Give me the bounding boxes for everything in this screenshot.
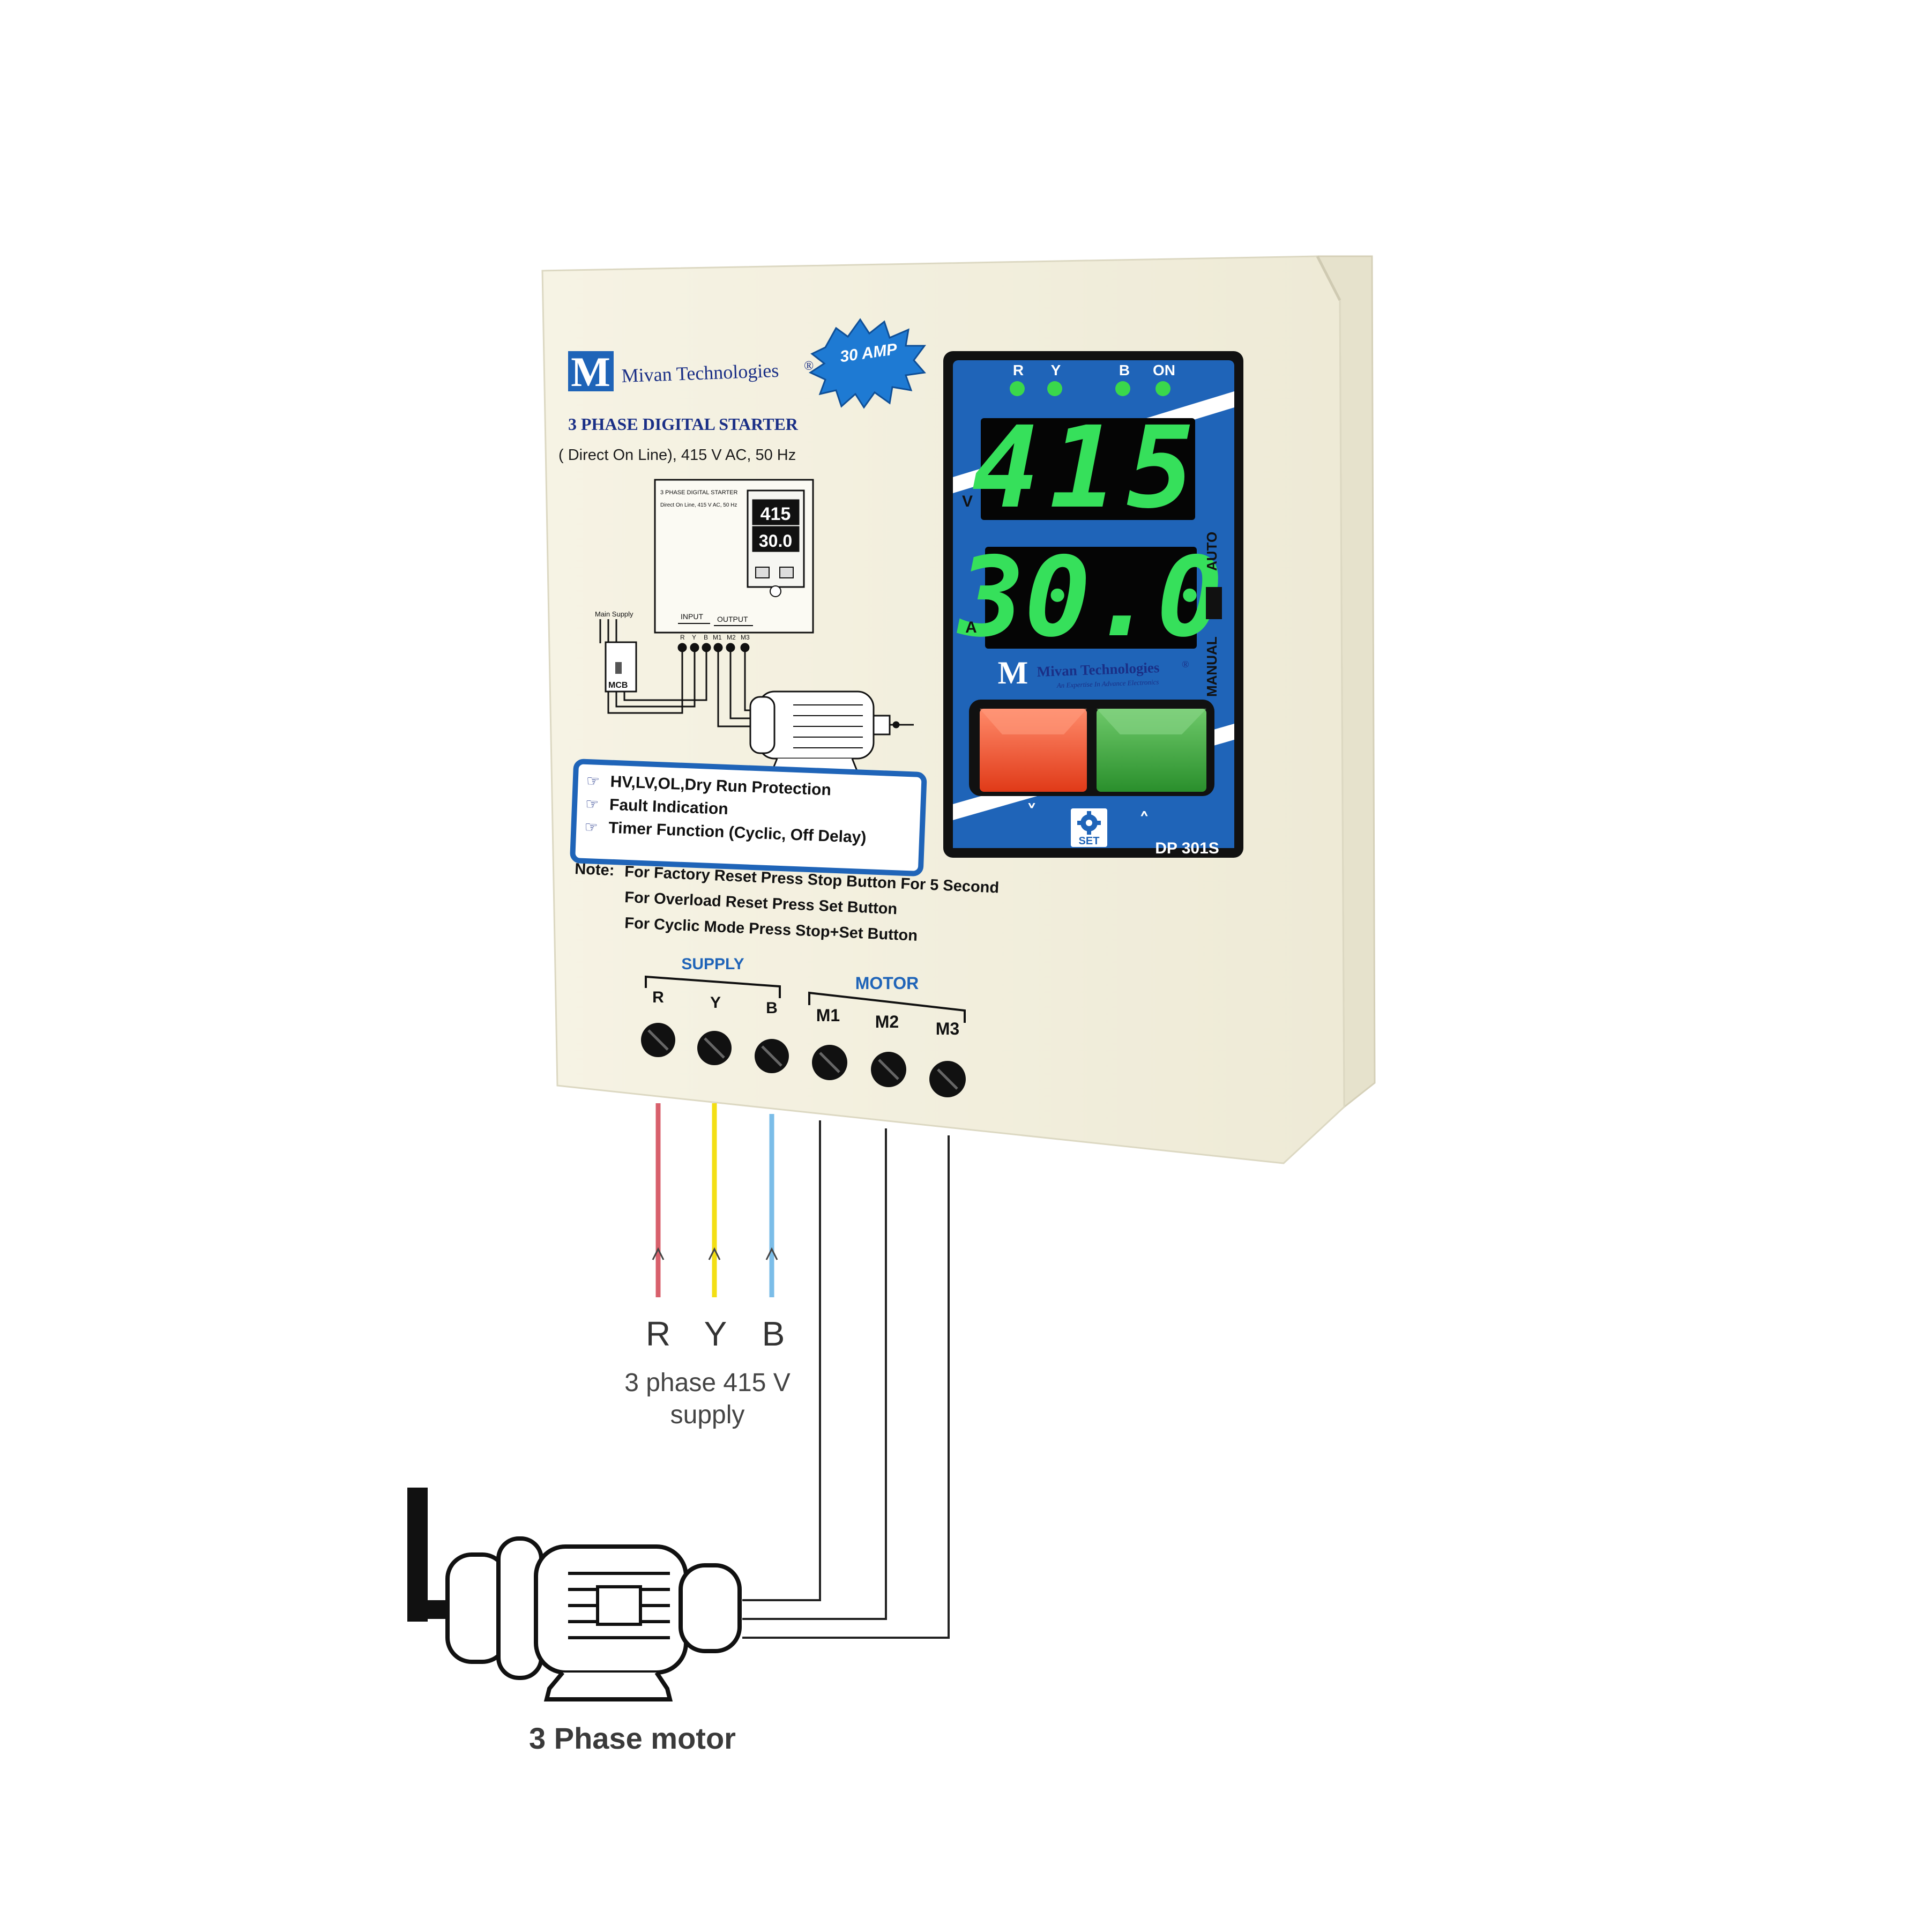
supply-caption: supply — [670, 1401, 745, 1429]
terminal-screw — [929, 1061, 966, 1097]
svg-text:Direct On Line, 415 V AC, 50 H: Direct On Line, 415 V AC, 50 Hz — [660, 502, 737, 508]
voltage-display — [981, 418, 1195, 520]
supply-wire-label-b: B — [762, 1314, 785, 1353]
voltage-reading: 415 — [972, 402, 1204, 533]
features-box: ☞ HV,LV,OL,Dry Run Protection ☞ Fault In… — [570, 759, 927, 876]
gear-icon — [1077, 811, 1101, 835]
motor-label: MOTOR — [855, 974, 919, 993]
svg-text:M2: M2 — [875, 1012, 899, 1031]
wire-m1 — [742, 1120, 821, 1601]
svg-text:B: B — [704, 634, 708, 641]
start-button[interactable] — [1097, 709, 1206, 792]
supply-caption: 3 phase 415 V — [624, 1369, 791, 1397]
svg-text:B: B — [766, 999, 778, 1017]
supply-wire-label-r: R — [646, 1314, 670, 1353]
voltage-unit: V — [962, 493, 973, 510]
terminal-screw — [871, 1052, 906, 1087]
indicator-label: Y — [1051, 362, 1061, 378]
svg-text:M2: M2 — [727, 634, 736, 641]
svg-text:M1: M1 — [713, 634, 722, 641]
svg-text:30.0: 30.0 — [759, 531, 792, 551]
note-label: Note: — [575, 860, 615, 879]
svg-text:3 PHASE DIGITAL STARTER: 3 PHASE DIGITAL STARTER — [660, 489, 738, 496]
motor-caption: 3 Phase motor — [529, 1721, 736, 1755]
terminal-screw — [755, 1039, 789, 1073]
indicator-label: B — [1119, 362, 1130, 378]
supply-label: SUPPLY — [681, 955, 744, 973]
mode-manual-label: MANUAL — [1204, 636, 1220, 697]
wire-m3 — [742, 1135, 950, 1639]
svg-text:Y: Y — [692, 634, 696, 641]
svg-text:M1: M1 — [816, 1006, 840, 1025]
wire-m2 — [742, 1128, 887, 1620]
terminal-screw — [697, 1031, 732, 1065]
led-r-indicator — [1010, 381, 1025, 396]
product-subtitle: ( Direct On Line), 415 V AC, 50 Hz — [558, 447, 796, 464]
terminal-block: SUPPLY MOTOR R Y B M1 M2 M3 — [641, 955, 966, 1097]
svg-text:INPUT: INPUT — [681, 612, 703, 621]
registered-mark: ® — [804, 359, 814, 373]
svg-text:SET: SET — [1079, 835, 1100, 847]
current-display — [985, 547, 1197, 649]
svg-text:MCB: MCB — [608, 681, 628, 690]
svg-text:☞: ☞ — [584, 818, 598, 836]
svg-text:M: M — [571, 348, 610, 395]
svg-text:Main Supply: Main Supply — [595, 610, 633, 618]
current-reading: 30.0 — [956, 534, 1223, 662]
svg-text:®: ® — [1182, 659, 1189, 670]
stop-button[interactable] — [980, 709, 1087, 792]
led-y-indicator — [1047, 381, 1062, 396]
svg-text:R: R — [680, 634, 685, 641]
panel-brand-tagline: An Expertise In Advance Electronics — [1056, 678, 1159, 689]
svg-text:M3: M3 — [741, 634, 750, 641]
mini-motor-icon — [749, 690, 914, 773]
terminal-screw — [641, 1023, 675, 1057]
external-wiring — [652, 1103, 950, 1639]
down-arrow-icon: ˅ — [1026, 801, 1037, 826]
indicator-label: ON — [1153, 362, 1175, 378]
svg-text:Y: Y — [710, 994, 721, 1012]
supply-wire-label-y: Y — [704, 1314, 727, 1353]
led-on-indicator — [1155, 381, 1170, 396]
svg-text:☞: ☞ — [586, 772, 600, 790]
svg-text:M: M — [998, 655, 1028, 690]
led-b-indicator — [1115, 381, 1130, 396]
brand-logo: M — [568, 348, 614, 395]
indicator-label: R — [1013, 362, 1024, 378]
mode-auto-label: AUTO — [1204, 532, 1220, 571]
mini-wiring-diagram: 3 PHASE DIGITAL STARTER Direct On Line, … — [595, 479, 914, 773]
svg-text:R: R — [652, 989, 664, 1006]
terminal-screw — [812, 1045, 847, 1080]
svg-text:OUTPUT: OUTPUT — [717, 615, 748, 623]
current-unit: A — [965, 619, 977, 636]
product-title: 3 PHASE DIGITAL STARTER — [568, 414, 799, 434]
svg-text:415: 415 — [761, 504, 791, 524]
mode-switch[interactable] — [1206, 587, 1222, 619]
svg-text:M3: M3 — [936, 1019, 959, 1038]
control-panel: R Y B ON 415 V 30.0 A AUTO MANUAL M Miva… — [943, 351, 1243, 858]
model-number: DP 301S — [1155, 839, 1219, 857]
amp-badge: 30 AMP — [808, 318, 926, 409]
up-arrow-icon: ˄ — [1139, 809, 1150, 834]
motor-icon — [407, 1488, 742, 1701]
set-button[interactable]: SET — [1071, 808, 1107, 847]
svg-text:☞: ☞ — [585, 795, 599, 813]
